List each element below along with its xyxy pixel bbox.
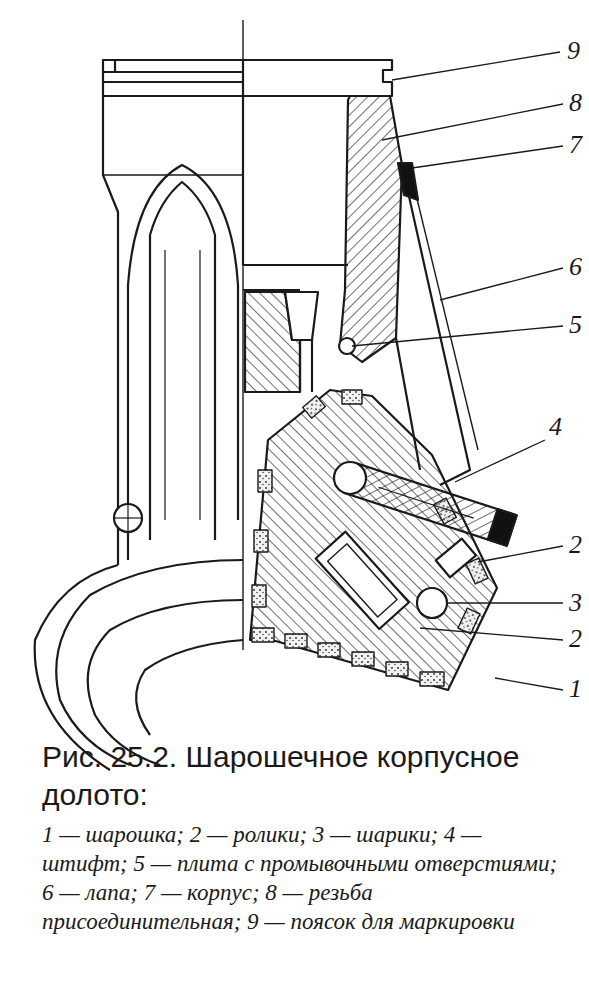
callout-number: 2 — [568, 532, 583, 558]
callout-number: 9 — [566, 38, 581, 64]
callout-number: 3 — [568, 590, 583, 616]
figure-caption: 1 — шарошка; 2 — ролики; 3 — шарики; 4 —… — [42, 820, 562, 936]
callout-number: 5 — [568, 312, 583, 338]
figure-title: Рис. 25.2. Шарошечное корпусное долото: — [42, 738, 562, 814]
callout-number: 6 — [568, 254, 583, 280]
callout-number: 4 — [548, 414, 563, 440]
callout-number: 8 — [568, 90, 583, 116]
callout-number: 1 — [568, 676, 583, 702]
callout-number: 7 — [568, 132, 583, 158]
callout-number: 2 — [568, 626, 583, 652]
